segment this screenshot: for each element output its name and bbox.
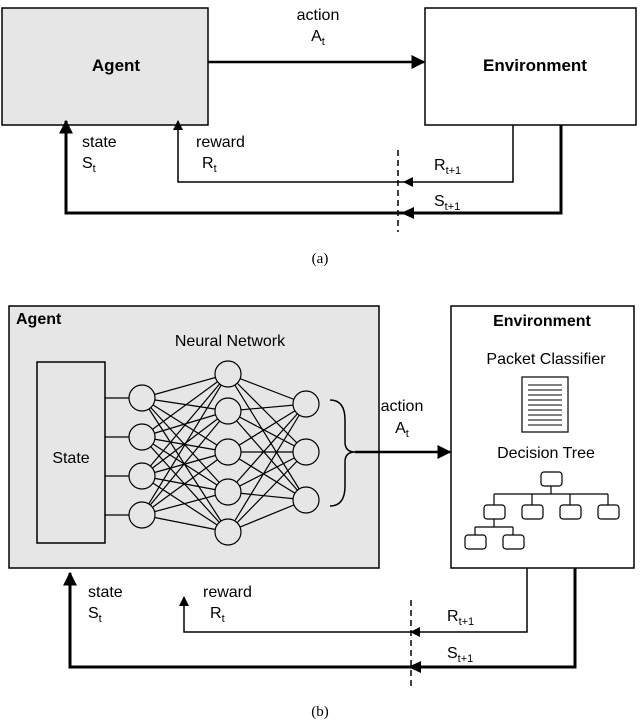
nn-edge xyxy=(141,373,229,399)
agent-box-a xyxy=(1,7,209,126)
nn-node-layer-2 xyxy=(214,397,242,425)
decision-tree-icon xyxy=(464,471,620,550)
action-symbol-a: At xyxy=(311,28,325,48)
environment-box-b xyxy=(450,305,635,569)
nn-edge xyxy=(227,451,307,493)
nn-edge xyxy=(141,451,229,516)
decision-tree-label: Decision Tree xyxy=(497,445,595,462)
nn-edge xyxy=(141,491,229,516)
next-reward-symbol-b: Rt+1 xyxy=(447,608,474,628)
nn-edge xyxy=(141,410,229,438)
diagram-a: Agent Environment action At state St rew… xyxy=(1,7,637,267)
nn-edge xyxy=(227,403,307,453)
nn-node-layer-2 xyxy=(214,518,242,546)
state-symbol-a: St xyxy=(82,155,96,175)
nn-edge xyxy=(227,373,307,501)
nn-edge xyxy=(141,451,229,477)
caption-a: (a) xyxy=(312,251,329,267)
nn-edge xyxy=(141,373,229,438)
nn-edge xyxy=(227,403,307,533)
nn-node-layer-1 xyxy=(128,501,156,529)
neural-network-label: Neural Network xyxy=(175,333,286,350)
reward-boundary-arrow-a xyxy=(403,177,413,187)
state-box-label: State xyxy=(52,450,89,467)
nn-edge xyxy=(227,410,307,453)
nn-node-layer-3 xyxy=(292,438,320,466)
environment-box-a xyxy=(424,7,637,126)
state-path-b xyxy=(63,568,577,669)
nn-node-layer-2 xyxy=(214,478,242,506)
caption-b: (b) xyxy=(311,704,329,720)
packet-classifier-label: Packet Classifier xyxy=(486,351,606,368)
next-state-symbol-a: St+1 xyxy=(434,193,460,213)
reward-path-a xyxy=(173,120,514,183)
reward-symbol-a: Rt xyxy=(202,155,217,175)
state-box-b xyxy=(36,361,106,544)
agent-label-a: Agent xyxy=(92,56,141,75)
nn-edge xyxy=(141,514,229,533)
action-symbol-b: At xyxy=(395,420,409,440)
environment-label-a: Environment xyxy=(483,56,587,75)
agent-label-b: Agent xyxy=(16,311,62,328)
nn-edge xyxy=(227,410,307,501)
nn-node-layer-2 xyxy=(214,438,242,466)
nn-edge xyxy=(141,373,229,477)
reward-label-a: reward xyxy=(196,134,245,151)
action-label-b: action xyxy=(381,398,424,415)
nn-edge xyxy=(227,451,307,533)
nn-node-layer-1 xyxy=(128,462,156,490)
reward-symbol-b: Rt xyxy=(210,605,225,625)
diagram-b: Agent Neural Network State action At Env… xyxy=(8,305,635,720)
reward-boundary-arrow-b xyxy=(410,627,420,637)
state-label-a: state xyxy=(82,134,117,151)
state-symbol-b: St xyxy=(88,605,102,625)
next-state-symbol-b: St+1 xyxy=(447,645,473,665)
nn-edge xyxy=(227,451,307,501)
nn-node-layer-3 xyxy=(292,390,320,418)
neural-network-nodes xyxy=(128,360,320,546)
state-boundary-arrow-b xyxy=(408,661,421,673)
nn-edge xyxy=(141,397,229,412)
nn-node-layer-1 xyxy=(128,423,156,451)
nn-node-layer-1 xyxy=(128,384,156,412)
next-reward-symbol-a: Rt+1 xyxy=(434,157,461,177)
action-label-a: action xyxy=(297,7,340,24)
nn-node-layer-2 xyxy=(214,360,242,388)
reward-label-b: reward xyxy=(203,584,252,601)
state-label-b: state xyxy=(88,584,123,601)
nn-edge xyxy=(227,373,307,405)
nn-edge xyxy=(227,373,307,453)
state-path-a xyxy=(59,119,563,215)
reward-path-b xyxy=(179,568,528,633)
nn-node-layer-3 xyxy=(292,486,320,514)
environment-label-b: Environment xyxy=(493,313,591,330)
nn-edge xyxy=(141,410,229,516)
document-icon xyxy=(521,376,569,433)
state-boundary-arrow-a xyxy=(401,207,414,219)
nn-edge xyxy=(227,403,307,493)
nn-edge xyxy=(141,373,229,516)
nn-edge xyxy=(227,499,307,533)
